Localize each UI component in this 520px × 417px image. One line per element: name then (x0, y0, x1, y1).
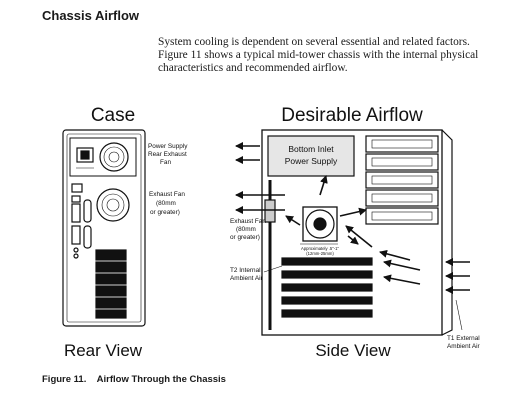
section-title: Chassis Airflow (42, 8, 140, 23)
caption-number: Figure 11. (42, 374, 87, 385)
bottom-inlet-box-label: Bottom Inlet Power Supply (285, 144, 338, 166)
figure-caption: Figure 11. Airflow Through the Chassis (42, 374, 226, 385)
intro-text: System cooling is dependent on several e… (158, 36, 479, 74)
airflow-arrows (235, 142, 470, 294)
intro-paragraph: System cooling is dependent on several e… (158, 36, 488, 75)
exhaust-fan-callout: Exhaust Fan (80mm or greater) (149, 191, 185, 216)
t1-label-1: T1 External (447, 335, 480, 342)
caption-text: Airflow Through the Chassis (96, 374, 226, 385)
side-view-label: Side View (315, 341, 391, 360)
exhaust-fan-label-1: Exhaust Fan (149, 191, 185, 198)
exhaust-fan-label-3: or greater) (150, 209, 180, 216)
side-view-case (261, 129, 453, 336)
t2-label-1: T2 Internal (230, 267, 261, 274)
bottom-inlet-label-2: Power Supply (285, 156, 338, 166)
bottom-inlet-label-1: Bottom Inlet (288, 144, 334, 154)
side-exhaust-label-3: or greater) (230, 234, 260, 241)
case-title: Case (91, 105, 135, 126)
psu-fan-label-3: Fan (160, 159, 171, 166)
rear-view-label: Rear View (64, 341, 143, 360)
rear-view-case (62, 129, 146, 327)
clearance-callout: Approximately .5"-1" (12mm-25mm) (300, 243, 339, 256)
t2-label-2: Ambient Air (230, 275, 264, 282)
psu-fan-label-2: Rear Exhaust (148, 151, 187, 158)
psu-fan-label-1: Power Supply (148, 143, 188, 150)
clearance-label-2: (12mm-25mm) (306, 251, 334, 256)
side-exhaust-label-1: Exhaust Fan (230, 218, 266, 225)
clearance-label-1: Approximately .5"-1" (301, 246, 339, 251)
t1-callout: T1 External Ambient Air (447, 299, 481, 350)
airflow-title: Desirable Airflow (281, 105, 423, 126)
t1-label-2: Ambient Air (447, 343, 481, 350)
side-exhaust-label-2: (80mm (236, 226, 256, 233)
t2-callout: T2 Internal Ambient Air (230, 265, 283, 282)
psu-fan-callout: Power Supply Rear Exhaust Fan (148, 143, 188, 166)
exhaust-fan-label-2: (80mm (156, 200, 176, 207)
side-exhaust-callout: Exhaust Fan (80mm or greater) (230, 218, 266, 241)
